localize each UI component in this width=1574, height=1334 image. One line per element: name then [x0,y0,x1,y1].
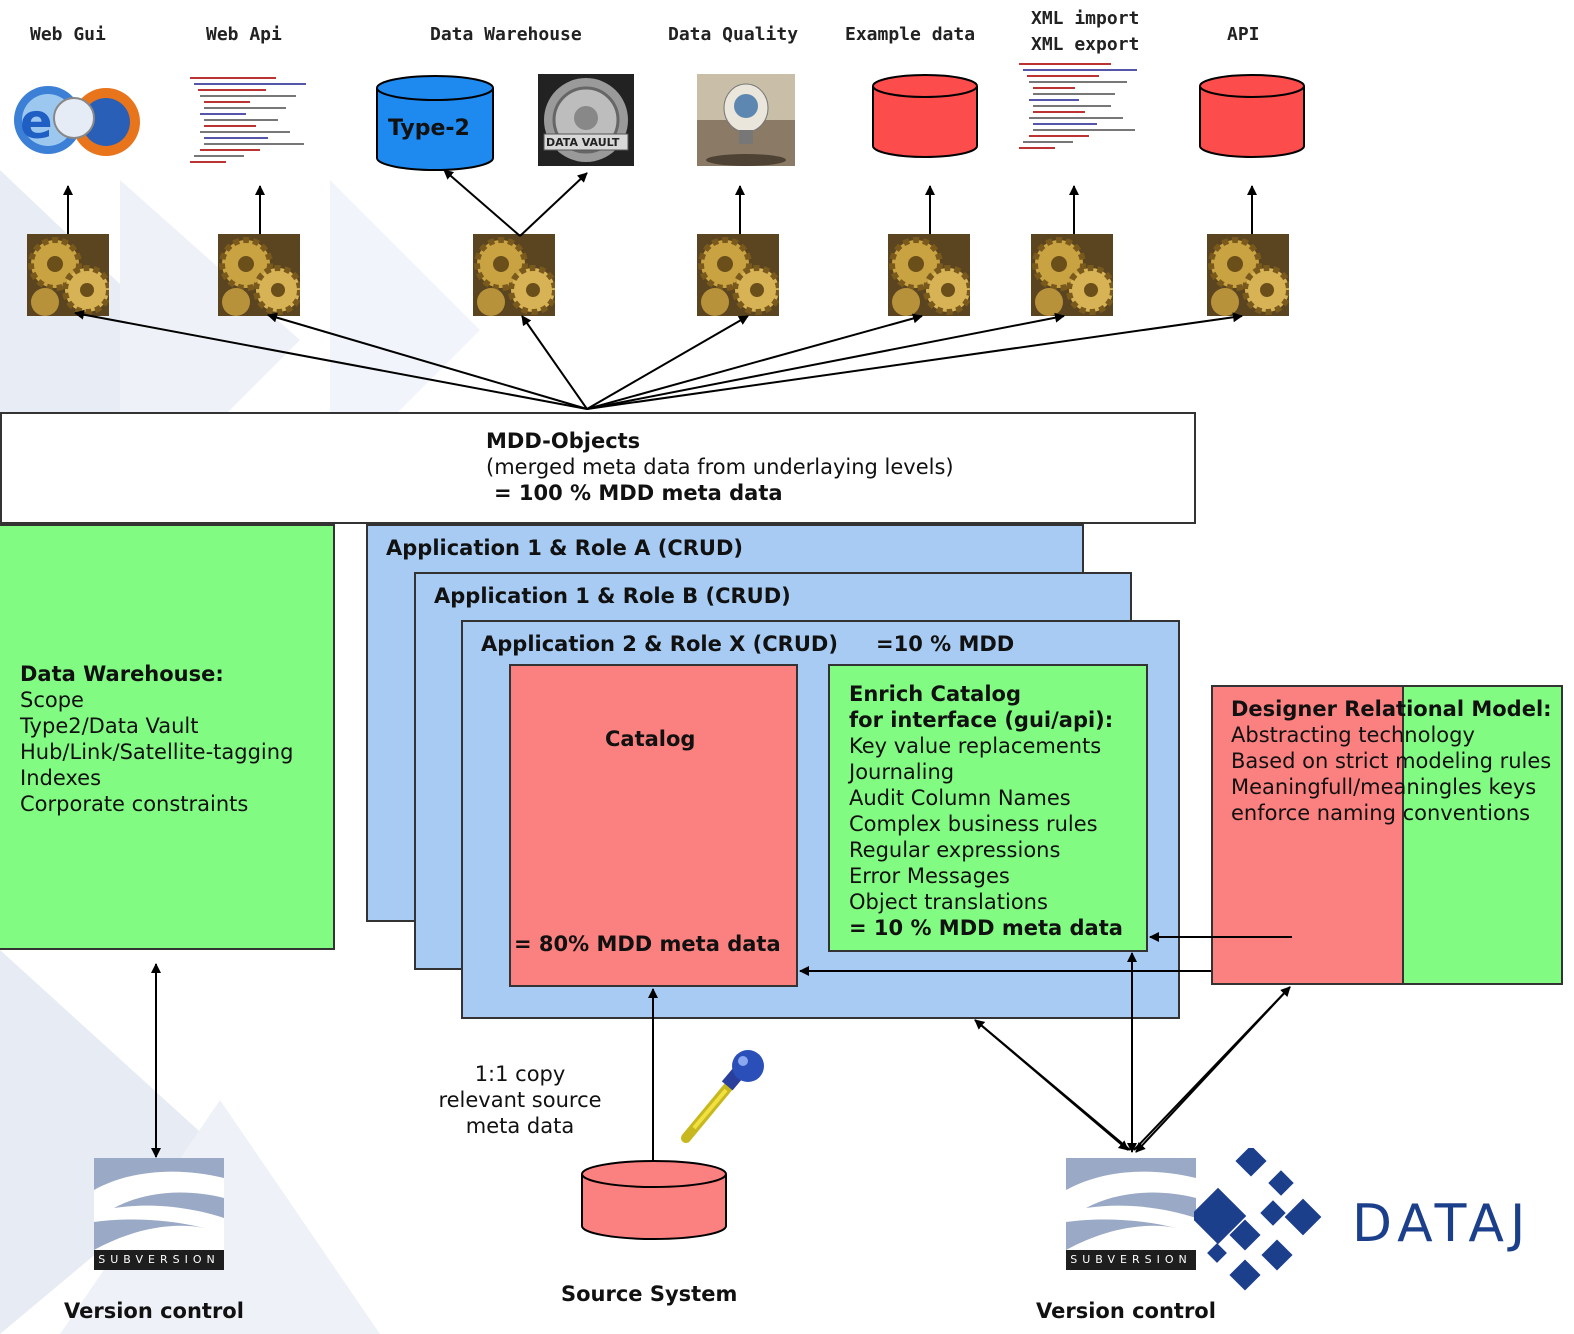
mdd-objects-percent: = 100 % MDD meta data [494,481,783,505]
subversion-logo-icon [1066,1158,1196,1250]
source-system-database-icon [581,1160,727,1240]
catalog-box [509,664,798,987]
version-control-label-right: Version control [1036,1299,1216,1323]
data-warehouse-item: Type2/Data Vault [20,714,199,738]
enrich-item: Error Messages [849,864,1010,888]
designer-item: enforce naming conventions [1231,801,1531,825]
label-xml-export: XML export [1031,34,1140,55]
mdd-objects-subtitle: (merged meta data from underlaying level… [486,455,954,479]
source-system-label: Source System [561,1282,738,1306]
data-warehouse-text: Data Warehouse: Scope Type2/Data Vault H… [20,661,293,817]
label-data-warehouse: Data Warehouse [430,24,582,45]
pipette-icon [681,1050,764,1143]
copy-note-line: 1:1 copy [474,1062,566,1086]
enrich-item: Regular expressions [849,838,1061,862]
designer-item: Abstracting technology [1231,723,1475,747]
svg-text:e: e [20,94,53,150]
label-api: API [1227,24,1260,45]
subversion-logo-right: SUBVERSION [1066,1158,1196,1270]
brand-diamond-logo-icon [1194,1148,1322,1291]
data-vault-icon [538,74,634,166]
catalog-title: Catalog [605,727,696,751]
designer-item: Meaningfull/meaningles keys [1231,775,1537,799]
app-layer-1-title: Application 1 & Role A (CRUD) [386,536,743,560]
copy-note: 1:1 copy relevant source meta data [420,1061,620,1139]
app-layer-3-mdd: =10 % MDD [876,632,1015,656]
data-warehouse-box [0,524,335,950]
type2-label: Type-2 [388,116,470,141]
data-warehouse-item: Scope [20,688,84,712]
catalog-percent: = 80% MDD meta data [514,932,781,956]
designer-box-green [1402,685,1563,985]
designer-title: Designer Relational Model: [1231,697,1552,721]
enrich-item: Object translations [849,890,1048,914]
mdd-objects-title: MDD-Objects [486,429,641,453]
enrich-item: Journaling [849,760,955,784]
label-web-gui: Web Gui [30,24,106,45]
enrich-item: Key value replacements [849,734,1102,758]
enrich-item: Audit Column Names [849,786,1071,810]
copy-note-line: relevant source [438,1088,602,1112]
data-warehouse-title: Data Warehouse: [20,662,224,686]
enrich-catalog-box [828,664,1148,952]
lightbulb-globe-icon [697,74,795,166]
subversion-logo-left: SUBVERSION [94,1158,224,1270]
type2-database-icon [376,75,494,171]
designer-text: Designer Relational Model: Abstracting t… [1231,696,1552,826]
enrich-catalog-text: Enrich Catalog for interface (gui/api): … [849,681,1123,941]
label-web-api: Web Api [206,24,282,45]
copy-note-line: meta data [465,1114,575,1138]
data-warehouse-item: Corporate constraints [20,792,249,816]
enrich-percent: = 10 % MDD meta data [849,916,1123,940]
xml-document-icon [186,72,312,168]
data-warehouse-item: Indexes [20,766,102,790]
enrich-subtitle: for interface (gui/api): [849,708,1114,732]
data-vault-label: DATA VAULT [546,136,620,149]
label-xml-import: XML import [1031,8,1140,29]
example-data-database-icon [872,74,978,158]
data-warehouse-item: Hub/Link/Satellite-tagging [20,740,294,764]
api-database-icon [1199,74,1305,158]
xml-import-export-document-icon [1015,60,1141,156]
subversion-logo-icon [94,1158,224,1250]
designer-item: Based on strict modeling rules [1231,749,1552,773]
subversion-text: SUBVERSION [94,1250,224,1270]
app-layer-3-title: Application 2 & Role X (CRUD) [481,632,838,656]
enrich-item: Complex business rules [849,812,1098,836]
app-layer-2-title: Application 1 & Role B (CRUD) [434,584,791,608]
label-data-quality: Data Quality [668,24,799,45]
brand-name: DATAJ [1352,1194,1532,1254]
browser-logos-icon: e [14,86,140,156]
enrich-title: Enrich Catalog [849,682,1022,706]
subversion-text: SUBVERSION [1066,1250,1196,1270]
mdd-objects-box [0,412,1196,524]
label-example-data: Example data [845,24,976,45]
version-control-label-left: Version control [64,1299,244,1323]
